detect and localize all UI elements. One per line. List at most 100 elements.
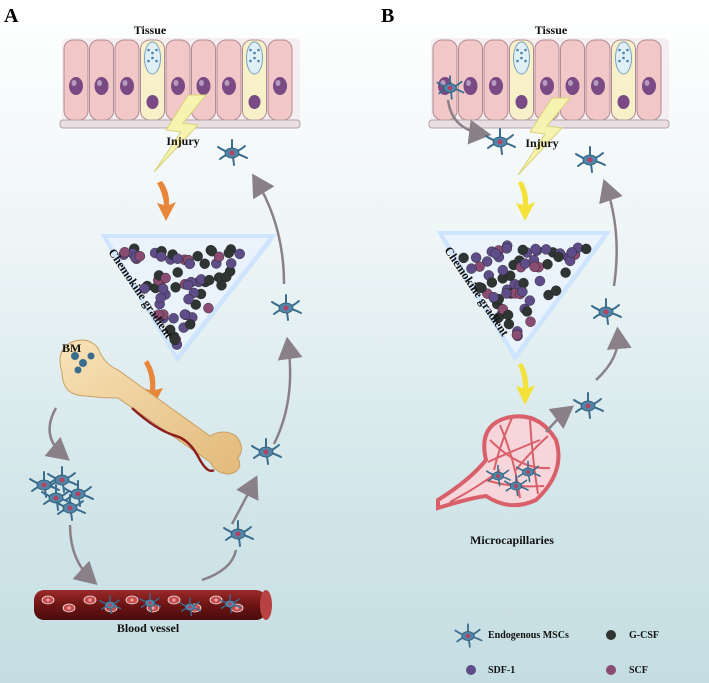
sdf1-particle: [482, 256, 493, 267]
legend-scf-swatch: [606, 665, 616, 675]
gcsf-particle: [199, 258, 210, 269]
sdf1-particle: [139, 283, 150, 294]
msc-cell: [55, 494, 86, 521]
msc-cell: [454, 623, 483, 648]
gcsf-particle: [172, 267, 183, 278]
sdf1-particle: [470, 252, 482, 263]
tissue-label-b: Tissue: [535, 23, 568, 37]
sdf1-particle: [524, 295, 535, 306]
injury-label-b: Injury: [525, 136, 558, 150]
legend-msc-label: Endogenous MSCs: [488, 630, 569, 641]
gcsf-particle: [542, 259, 553, 270]
sdf1-particle: [179, 309, 191, 320]
sdf1-particle: [497, 264, 508, 276]
gcsf-particle: [581, 243, 592, 255]
gcsf-particle: [170, 282, 181, 293]
gcsf-particle: [192, 251, 203, 262]
sdf1-particle: [182, 279, 194, 291]
legend-sdf1-label: SDF-1: [488, 665, 515, 676]
msc-cell: [575, 146, 606, 173]
gcsf-particle: [517, 244, 528, 256]
sdf1-particle: [183, 294, 194, 305]
gcsf-particle: [550, 285, 562, 296]
scf-particle: [511, 329, 523, 341]
msc-cell: [271, 294, 302, 321]
gcsf-particle: [164, 324, 176, 335]
sdf1-particle: [501, 243, 512, 254]
legend: Endogenous MSCs G-CSF SDF-1 SCF: [454, 623, 659, 676]
injury-bolt-a: [153, 94, 208, 173]
chemokine-triangle-b: [436, 231, 611, 361]
msc-cell: [251, 438, 282, 465]
scf-particle: [213, 251, 225, 262]
sdf1-particle: [488, 292, 499, 303]
msc-cell: [515, 460, 541, 483]
gcsf-particle: [521, 306, 533, 317]
migration-arrows-a: [44, 173, 303, 586]
msc-cell: [219, 594, 242, 614]
gcsf-particle: [474, 282, 485, 293]
panel-a-letter: A: [4, 5, 19, 27]
msc-cell: [436, 75, 465, 100]
sdf1-particle: [530, 243, 541, 255]
bm-label: BM: [62, 341, 81, 355]
sdf1-particle: [157, 283, 169, 294]
gcsf-particle: [505, 270, 516, 281]
panel-b-letter: B: [381, 5, 394, 27]
gcsf-particle: [184, 319, 196, 330]
gcsf-particle: [518, 277, 529, 289]
sdf1-particle: [156, 251, 167, 262]
gcsf-particle: [206, 245, 218, 257]
bone-marrow-bone: [59, 339, 242, 475]
gcsf-particle: [221, 271, 232, 283]
microcapillaries: [436, 414, 561, 511]
sdf1-particle: [225, 258, 237, 269]
migration-arrows-b: [446, 99, 632, 433]
gcsf-particle: [190, 299, 202, 310]
legend-sdf1-swatch: [466, 665, 476, 675]
scf-particle: [119, 246, 130, 258]
sdf1-particle: [490, 248, 501, 259]
sdf1-particle: [566, 247, 577, 258]
vessel-label: Blood vessel: [117, 621, 180, 635]
sdf1-particle: [519, 258, 531, 269]
sdf1-particle: [234, 248, 245, 260]
chemokine-particles-b: [458, 240, 592, 342]
msc-cell: [485, 128, 516, 155]
gcsf-particle: [458, 252, 469, 264]
gcsf-particle: [169, 334, 180, 345]
scf-particle: [529, 261, 540, 272]
gcsf-particle: [486, 277, 498, 288]
msc-cell: [217, 139, 248, 166]
scf-particle: [134, 251, 146, 262]
msc-cell: [179, 597, 202, 617]
tissue-block-b: [428, 38, 670, 129]
legend-scf-label: SCF: [629, 665, 648, 676]
msc-cell: [485, 464, 511, 487]
gcsf-particle: [560, 267, 571, 278]
msc-cell: [503, 474, 529, 497]
sdf1-particle: [168, 313, 179, 324]
sdf1-particle: [540, 244, 552, 255]
msc-cell: [99, 595, 122, 615]
msc-cell: [573, 392, 604, 419]
sdf1-particle: [517, 286, 528, 297]
legend-msc-icon: [454, 623, 483, 648]
blood-vessel: [34, 590, 272, 620]
sdf1-particle: [466, 263, 477, 274]
gcsf-particle: [493, 312, 504, 323]
capillaries-label: Microcapillaries: [470, 533, 554, 547]
sdf1-particle: [172, 253, 183, 264]
msc-cell: [47, 466, 78, 493]
msc-cell: [591, 298, 622, 325]
sdf1-particle: [155, 292, 166, 303]
gcsf-particle: [204, 274, 215, 286]
gcsf-particle: [502, 309, 514, 321]
msc-cell: [223, 520, 254, 547]
msc-cells: [29, 75, 622, 547]
chemokine-particles-a: [118, 243, 245, 350]
scf-particle: [203, 302, 214, 314]
gcsf-particle: [223, 247, 235, 259]
